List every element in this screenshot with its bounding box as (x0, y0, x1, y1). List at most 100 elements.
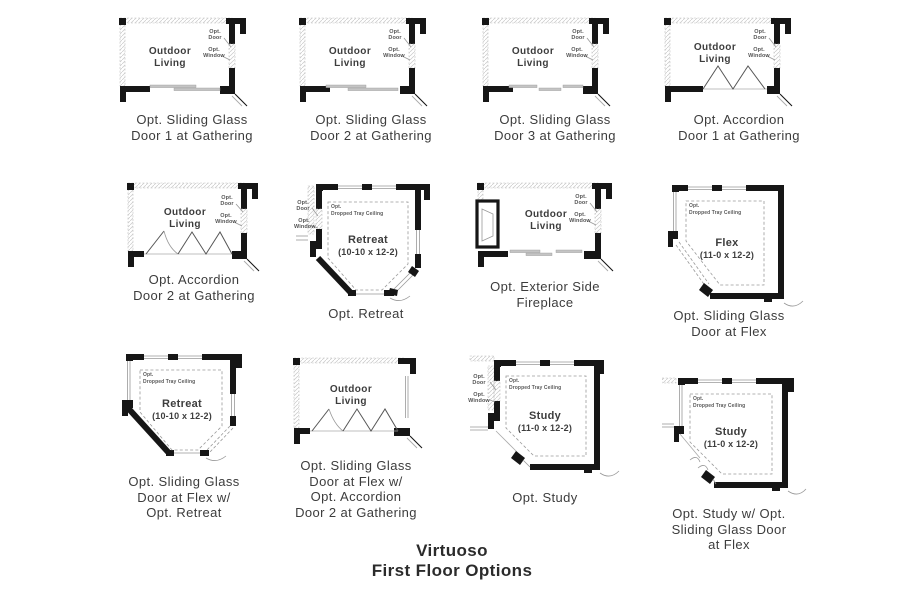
opt-door-label: Opt. Door (388, 29, 402, 42)
accordion-door-icon (702, 65, 766, 90)
opt-window-label: Opt. Window (383, 47, 405, 60)
opt-door-label: Opt. Door (472, 374, 486, 387)
opt-window-label: Opt. Window (203, 47, 225, 60)
tray-ceiling-outline (327, 201, 409, 291)
window-icon (231, 394, 235, 416)
plan-study: Opt. Door Opt. Window Opt.Dropped Tray C… (468, 354, 622, 484)
tray-ceiling-label: Opt.Dropped Tray Ceiling (693, 396, 746, 409)
window-icon (144, 353, 202, 361)
window-icon (405, 376, 409, 418)
floor-plan-drawing (469, 355, 620, 477)
tray-ceiling-outline (505, 375, 587, 457)
plan-sgd-flex-retreat: Opt.Dropped Tray Ceiling Retreat(10-10 x… (116, 348, 253, 472)
floor-plan-drawing (482, 17, 611, 107)
door-swing-icon (599, 470, 620, 477)
accordion-door-icon (342, 408, 399, 432)
tray-ceiling-outline (685, 200, 765, 286)
plan-sliding-glass-door-flex: Opt.Dropped Tray Ceiling Flex(11-0 x 12-… (660, 179, 807, 319)
plan-study-sgd-flex: Opt.Dropped Tray Ceiling Study(11-0 x 12… (662, 372, 807, 504)
sliding-door-icon (206, 425, 234, 453)
sliding-door-icon (508, 84, 584, 91)
tray-ceiling-label: Opt.Dropped Tray Ceiling (143, 372, 196, 385)
floor-plan-drawing (122, 353, 242, 461)
tray-ceiling-outline (689, 393, 773, 475)
opt-door-label: Opt. Door (753, 29, 767, 42)
tray-ceiling-label: Opt.Dropped Tray Ceiling (331, 204, 384, 217)
sheet-title-line1: Virtuoso (416, 541, 488, 560)
sheet-title-line2: First Floor Options (371, 561, 533, 580)
room-label-study: Study(11-0 x 12-2) (703, 426, 759, 449)
swing-door-icon (311, 408, 344, 432)
sliding-door-icon (325, 84, 399, 91)
floor-plan-drawing (293, 357, 423, 449)
door-swing-icon (205, 455, 227, 461)
window-icon (127, 361, 131, 400)
sliding-door-icon (675, 241, 710, 288)
floor-plan-drawing (299, 17, 428, 107)
window-icon (688, 184, 746, 192)
opt-window-label: Opt. Window (215, 213, 237, 226)
window-icon (673, 192, 677, 231)
window-icon (416, 230, 420, 254)
opt-window-label: Opt. Window (569, 212, 591, 225)
door-swing-icon (787, 488, 807, 495)
floor-plan-drawing (664, 17, 793, 107)
tray-ceiling-label: Opt.Dropped Tray Ceiling (689, 203, 742, 216)
floor-plan-drawing (662, 377, 807, 495)
opt-window-label: Opt. Window (566, 47, 588, 60)
window-icon (516, 359, 574, 367)
floor-plan-drawing (127, 182, 260, 272)
room-label-flex: Flex(11-0 x 12-2) (699, 237, 755, 260)
opt-door-label: Opt. Door (208, 29, 222, 42)
tray-ceiling-outline (139, 369, 223, 451)
floor-plan-drawing (668, 184, 804, 307)
room-label-retreat: Retreat(10-10 x 12-2) (338, 234, 398, 257)
opt-door-label: Opt. Door (220, 195, 234, 208)
door-swing-icon (389, 295, 411, 301)
opt-window-label: Opt. Window (468, 392, 490, 405)
floor-plan-drawing (119, 17, 248, 107)
room-label-retreat: Retreat(10-10 x 12-2) (152, 398, 212, 421)
door-swing-icon (783, 300, 804, 307)
opt-window-label: Opt. Window (748, 47, 770, 60)
window-icon (338, 183, 396, 191)
sheet-title: Virtuoso First Floor Options (302, 541, 602, 581)
swing-door-icon (145, 230, 179, 255)
floor-plan-drawing (475, 182, 614, 272)
caption-plan-11: Opt. Study (512, 490, 578, 505)
caption-plan-6: Opt. Retreat (328, 306, 404, 321)
tray-ceiling-label: Opt.Dropped Tray Ceiling (509, 378, 562, 391)
sliding-door-icon (149, 84, 221, 91)
sliding-door-icon (509, 249, 583, 256)
opt-window-label: Opt. Window (294, 218, 316, 231)
floor-plan-drawing (296, 183, 430, 301)
door-swing-icon (689, 457, 709, 471)
opt-door-label: Opt. Door (296, 200, 310, 213)
window-icon (679, 385, 683, 426)
opt-door-label: Opt. Door (574, 194, 588, 207)
